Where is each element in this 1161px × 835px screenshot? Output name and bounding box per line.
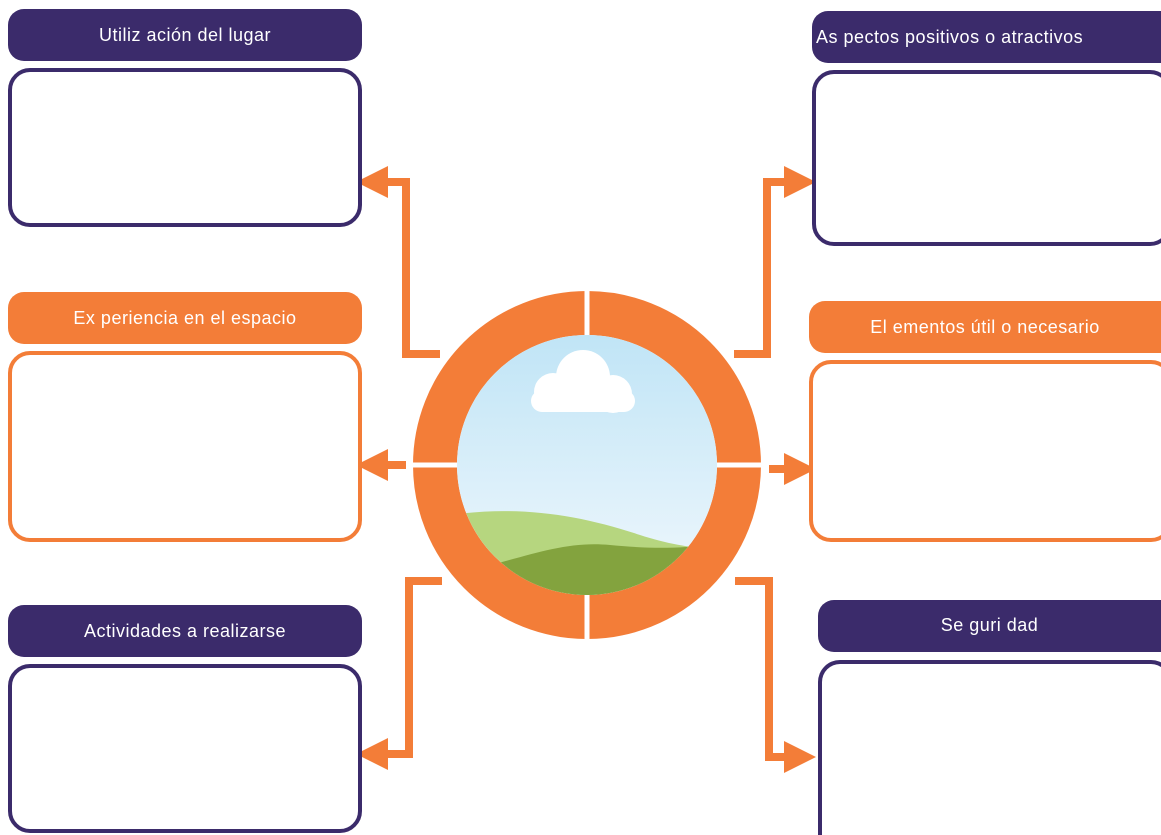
hill-dark [457,540,717,595]
panel-box-middle-left[interactable] [8,351,362,542]
panel-header-bottom-left: Actividades a realizarse [8,605,362,657]
panel-header-top-right: As pectos positivos o atractivos [812,11,1161,63]
panel-title: Ex periencia en el espacio [73,307,297,328]
panel-title: Se guri dad [940,615,1039,635]
connector-bottom-right [735,577,816,773]
panel-header-middle-left: Ex periencia en el espacio [8,292,362,344]
panel-title: As pectos positivos o atractivos [816,26,1084,47]
panel-header-bottom-right: Se guri dad [818,600,1161,652]
panel-header-top-left: Utiliz ación del lugar [8,9,362,61]
ring-separators [410,288,764,642]
panel-box-top-left[interactable] [8,68,362,227]
connector-top-right [734,166,816,358]
panel-title: El ementos útil o necesario [870,316,1100,337]
panel-header-middle-right: El ementos útil o necesario [809,301,1161,353]
panel-box-top-right[interactable] [812,70,1161,246]
panel-box-bottom-right[interactable] [818,660,1161,835]
connector-bottom-left [356,577,442,770]
connector-top-left [356,166,440,358]
panel-title: Actividades a realizarse [83,620,287,641]
panel-title: Utiliz ación del lugar [98,24,272,45]
panel-box-middle-right[interactable] [809,360,1161,542]
panel-box-bottom-left[interactable] [8,664,362,833]
cloud-icon [531,350,635,413]
